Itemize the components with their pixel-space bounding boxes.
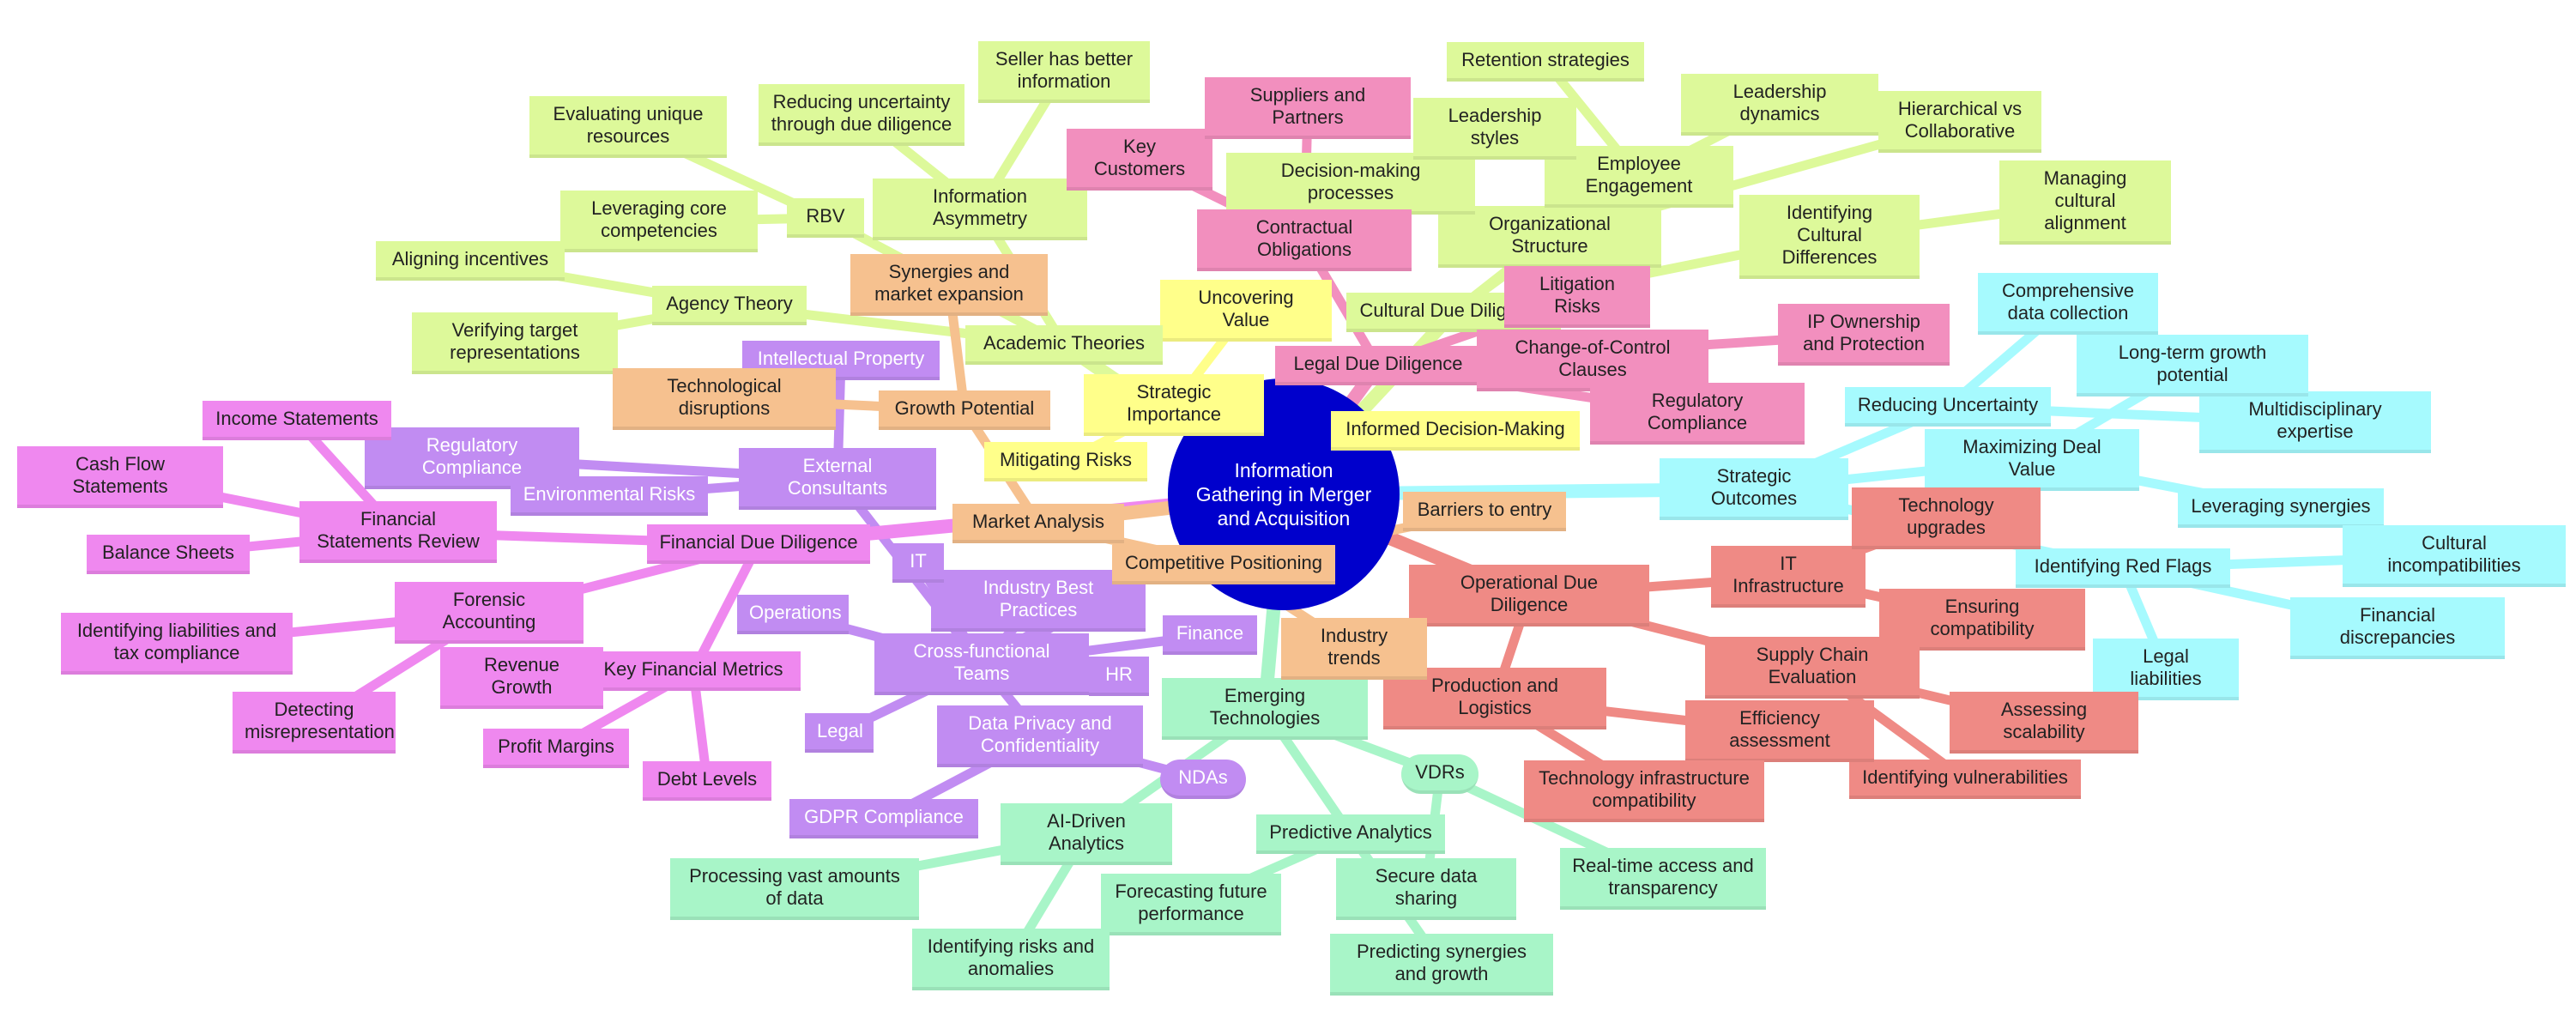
node-rbv: RBV <box>787 198 864 238</box>
node-tech-disruptions: Technological disruptions <box>613 368 836 430</box>
node-multidisciplinary: Multidisciplinary expertise <box>2199 391 2431 453</box>
node-tech-infra-compat: Technology infrastructure compatibility <box>1524 760 1764 822</box>
node-processing-vast: Processing vast amounts of data <box>670 858 919 920</box>
node-key-customers: Key Customers <box>1067 129 1212 191</box>
node-balance-sheets: Balance Sheets <box>87 535 250 574</box>
node-industry-best: Industry Best Practices <box>931 570 1146 632</box>
node-identifying-risks: Identifying risks and anomalies <box>912 929 1110 990</box>
node-mitigating-risks: Mitigating Risks <box>984 442 1147 481</box>
node-debt-levels: Debt Levels <box>643 761 771 801</box>
node-financial-dd: Financial Due Diligence <box>647 524 870 564</box>
node-informed-decision: Informed Decision-Making <box>1331 411 1580 451</box>
node-leadership-dynamics: Leadership dynamics <box>1681 74 1878 136</box>
node-suppliers: Suppliers and Partners <box>1205 77 1411 139</box>
node-red-flags: Identifying Red Flags <box>2016 548 2230 588</box>
node-identifying-cultural: Identifying Cultural Differences <box>1739 195 1920 279</box>
node-cultural-incompat: Cultural incompatibilities <box>2343 525 2566 587</box>
node-academic-theories: Academic Theories <box>965 325 1163 365</box>
node-secure-sharing: Secure data sharing <box>1336 858 1516 920</box>
node-ndas: NDAs <box>1160 760 1246 799</box>
node-strategic-outcomes: Strategic Outcomes <box>1660 458 1848 520</box>
node-fin-statements: Financial Statements Review <box>299 501 497 563</box>
node-supply-chain: Supply Chain Evaluation <box>1705 637 1920 699</box>
node-evaluating-unique: Evaluating unique resources <box>529 96 727 158</box>
node-litigation: Litigation Risks <box>1504 266 1650 328</box>
node-vdrs: VDRs <box>1401 754 1478 794</box>
node-environmental-risks: Environmental Risks <box>511 476 708 516</box>
node-reg-compliance-legal: Regulatory Compliance <box>1590 383 1805 445</box>
node-legal-liabilities: Legal liabilities <box>2093 639 2239 700</box>
node-contractual: Contractual Obligations <box>1197 209 1412 271</box>
node-leveraging-synergies: Leveraging synergies <box>2178 488 2384 528</box>
node-data-privacy: Data Privacy and Confidentiality <box>937 705 1143 767</box>
node-hr-team: HR <box>1089 657 1149 696</box>
node-realtime-access: Real-time access and transparency <box>1560 848 1766 910</box>
node-income-statements: Income Statements <box>203 401 391 440</box>
node-hierarchical: Hierarchical vs Collaborative <box>1878 91 2041 153</box>
node-financial-discrep: Financial discrepancies <box>2290 597 2505 659</box>
node-operations-team: Operations <box>737 595 849 634</box>
node-legal-team: Legal <box>805 713 874 753</box>
node-cross-functional: Cross-functional Teams <box>874 633 1089 695</box>
node-market-analysis: Market Analysis <box>952 504 1124 543</box>
node-forecasting: Forecasting future performance <box>1101 874 1281 935</box>
node-it-infrastructure: IT Infrastructure <box>1711 546 1865 608</box>
node-legal-dd: Legal Due Diligence <box>1275 346 1481 385</box>
node-identifying-vuln: Identifying vulnerabilities <box>1849 760 2081 799</box>
node-managing-cultural: Managing cultural alignment <box>1999 160 2171 245</box>
node-verifying-target: Verifying target representations <box>412 312 618 374</box>
node-barriers-entry: Barriers to entry <box>1403 492 1566 531</box>
node-key-metrics: Key Financial Metrics <box>586 651 801 691</box>
node-uncovering-value: Uncovering Value <box>1160 280 1332 342</box>
node-revenue-growth: Revenue Growth <box>440 647 603 709</box>
node-retention: Retention strategies <box>1447 42 1644 82</box>
node-predictive-analytics: Predictive Analytics <box>1256 814 1445 854</box>
node-growth-potential: Growth Potential <box>879 390 1050 430</box>
node-cash-flow: Cash Flow Statements <box>17 446 223 508</box>
node-strategic-importance: Strategic Importance <box>1084 374 1264 436</box>
node-leveraging-core: Leveraging core competencies <box>560 191 758 252</box>
node-reducing-uncertainty-dd: Reducing uncertainty through due diligen… <box>759 84 964 146</box>
node-leadership-styles: Leadership styles <box>1413 98 1576 160</box>
node-detecting-misrep: Detecting misrepresentation <box>233 692 396 754</box>
node-aligning-incentives: Aligning incentives <box>376 241 565 281</box>
node-tech-upgrades: Technology upgrades <box>1852 487 2041 549</box>
node-info-asymmetry: Information Asymmetry <box>873 179 1087 240</box>
node-gdpr: GDPR Compliance <box>789 799 978 838</box>
node-org-structure: Organizational Structure <box>1438 206 1661 268</box>
node-emerging-tech: Emerging Technologies <box>1162 678 1368 740</box>
node-assessing-scal: Assessing scalability <box>1950 692 2138 754</box>
node-it-team: IT <box>892 543 944 583</box>
node-predicting-synergies: Predicting synergies and growth <box>1330 934 1553 996</box>
edge-key_metrics <box>688 539 764 676</box>
node-maximizing-deal: Maximizing Deal Value <box>1925 429 2139 491</box>
node-decision-processes: Decision-making processes <box>1226 153 1475 215</box>
node-synergies-expansion: Synergies and market expansion <box>850 254 1048 316</box>
node-efficiency: Efficiency assessment <box>1685 700 1874 762</box>
node-industry-trends: Industry trends <box>1281 618 1427 680</box>
node-change-control: Change-of-Control Clauses <box>1477 330 1708 391</box>
node-long-term-growth: Long-term growth potential <box>2077 335 2308 396</box>
node-seller-better: Seller has better information <box>978 41 1150 103</box>
node-ai-analytics: AI-Driven Analytics <box>1001 803 1172 865</box>
node-agency-theory: Agency Theory <box>652 286 807 325</box>
node-comprehensive-data: Comprehensive data collection <box>1978 273 2158 335</box>
node-identifying-liabilities: Identifying liabilities and tax complian… <box>61 613 293 675</box>
node-profit-margins: Profit Margins <box>483 729 629 768</box>
node-employee-engagement: Employee Engagement <box>1545 146 1733 208</box>
node-ip-ownership: IP Ownership and Protection <box>1778 304 1950 366</box>
node-forensic: Forensic Accounting <box>395 582 584 644</box>
node-operational-dd: Operational Due Diligence <box>1409 565 1649 627</box>
node-reducing-uncertainty: Reducing Uncertainty <box>1845 387 2051 427</box>
node-external-consultants: External Consultants <box>739 448 936 510</box>
node-finance-team: Finance <box>1163 615 1257 655</box>
node-competitive-positioning: Competitive Positioning <box>1112 545 1335 584</box>
